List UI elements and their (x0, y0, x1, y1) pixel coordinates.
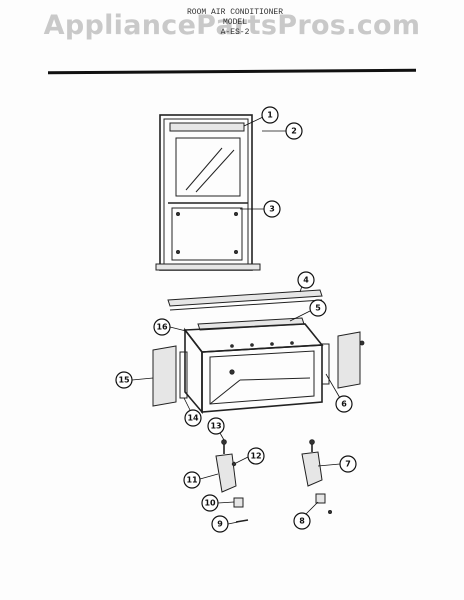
leader-11 (199, 473, 219, 480)
right-gasket (321, 343, 330, 385)
left-side-panel (152, 345, 177, 407)
callout-8-label: 8 (299, 517, 305, 526)
window-glass (175, 137, 241, 197)
callout-7-label: 7 (345, 460, 351, 469)
screw-9 (235, 519, 249, 523)
leader-8 (305, 501, 319, 515)
callout-9: 9 (211, 515, 229, 533)
callout-11: 11 (183, 471, 201, 489)
bolt-13-head (221, 439, 227, 445)
callout-6-label: 6 (341, 400, 347, 409)
title-line-2: MODEL (222, 18, 247, 27)
leader-12 (235, 456, 249, 464)
title-line-1: ROOM AIR CONDITIONER (186, 8, 283, 17)
lower-sash (171, 207, 243, 261)
top-channel (167, 289, 323, 311)
callout-13: 13 (207, 417, 225, 435)
leader-5 (289, 310, 311, 322)
clip-10 (233, 497, 244, 508)
right-side-panel (337, 331, 361, 389)
leader-16 (169, 326, 187, 332)
leader-9 (227, 521, 239, 525)
callout-2: 2 (285, 122, 303, 140)
right-bolt-head (309, 439, 315, 445)
leader-6 (325, 373, 341, 399)
right-support-bracket (301, 451, 323, 487)
callout-12-label: 12 (250, 452, 261, 461)
callout-6: 6 (335, 395, 353, 413)
sash-screw (175, 249, 180, 254)
callout-9-label: 9 (217, 520, 223, 529)
glass-glare-2 (195, 149, 235, 193)
callout-14: 14 (184, 409, 202, 427)
callout-15-label: 15 (118, 376, 130, 385)
callout-7: 7 (339, 455, 357, 473)
leader-lines (131, 116, 341, 525)
callout-4: 4 (297, 271, 315, 289)
callout-10: 10 (201, 494, 219, 512)
cabinet-side (184, 327, 203, 415)
left-support-bracket (215, 453, 237, 493)
callout-bubbles: 1 2 3 4 5 6 7 8 9 10 11 12 13 14 15 16 (115, 106, 357, 533)
cabinet-opening (209, 350, 315, 405)
cabinet-rail (209, 379, 241, 405)
sash-screw (175, 211, 180, 216)
window-top-rail (169, 122, 245, 132)
callout-13-label: 13 (210, 422, 221, 431)
callout-10-label: 10 (204, 499, 216, 508)
window-assembly (155, 114, 261, 271)
left-support-bracket-group (215, 439, 249, 523)
sash-screw (233, 211, 238, 216)
callout-4-label: 4 (303, 276, 309, 285)
cabinet-hole (270, 342, 274, 346)
callout-8: 8 (293, 512, 311, 530)
callout-5-label: 5 (315, 304, 321, 313)
cabinet-top (183, 323, 324, 353)
cabinet-sleeve (183, 323, 324, 415)
window-inner-frame (163, 118, 249, 267)
title-block: ROOM AIR CONDITIONER MODEL A-ES-2 (150, 8, 320, 38)
screw-12 (231, 461, 237, 467)
right-small-screw (327, 509, 332, 514)
callout-1: 1 (261, 106, 279, 124)
leader-10 (217, 501, 235, 504)
right-panel-screw (359, 340, 365, 346)
window-sill (155, 263, 261, 271)
callout-12: 12 (247, 447, 265, 465)
leader-14 (183, 397, 191, 411)
cabinet-hole (250, 343, 254, 347)
title-line-3: A-ES-2 (220, 28, 250, 37)
callout-16: 16 (153, 318, 171, 336)
callout-16-label: 16 (156, 323, 168, 332)
top-channel-edge (169, 299, 323, 311)
cabinet-hole (290, 341, 294, 345)
cabinet-fastener (229, 369, 235, 375)
leader-15 (131, 377, 154, 381)
left-gasket (179, 351, 188, 399)
watermark: AppliancePartsPros.com (43, 10, 421, 41)
cabinet-hole (230, 344, 234, 348)
sash-screw (233, 249, 238, 254)
clip-8 (315, 493, 326, 504)
callout-15: 15 (115, 371, 133, 389)
callout-2-label: 2 (291, 127, 297, 136)
glass-glare-1 (185, 147, 223, 191)
leader-1 (243, 116, 264, 127)
callout-3-label: 3 (269, 205, 275, 214)
callout-3: 3 (263, 200, 281, 218)
callout-5: 5 (309, 299, 327, 317)
callout-1-label: 1 (267, 111, 273, 120)
leader-7 (317, 463, 341, 467)
cabinet-rail (239, 377, 311, 381)
callout-14-label: 14 (187, 414, 199, 423)
leader-13 (219, 432, 225, 441)
right-support-bracket-group (301, 439, 332, 514)
top-channel-body (167, 289, 323, 307)
callout-11-label: 11 (186, 476, 198, 485)
